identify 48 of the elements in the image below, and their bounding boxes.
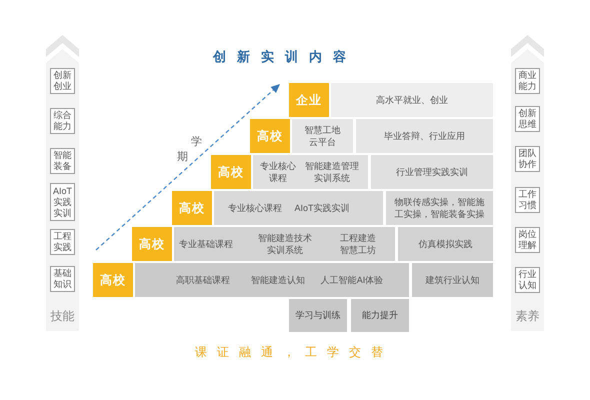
content-box (253, 155, 368, 189)
content-box: 仿真模拟实践 (398, 227, 493, 261)
phase-box: 能力提升 (351, 299, 409, 332)
stage-box: 高校 (93, 263, 133, 297)
content-text: 人工智能AI体验 (320, 274, 384, 286)
content-box: 物联传感实操，智能施工实操，智能装备实操 (386, 191, 493, 225)
stage-box: 高校 (172, 191, 212, 225)
stage-box: 企业 (289, 83, 329, 117)
side-band (46, 33, 79, 331)
content-box (174, 227, 395, 261)
content-text: 智能建造认知 (251, 274, 305, 286)
band-label: 技能 (50, 309, 74, 323)
band-label: 素养 (516, 309, 540, 323)
content-box: 高水平就业、创业 (331, 83, 493, 117)
stage-box: 高校 (250, 119, 290, 153)
side-band (511, 33, 544, 331)
content-text: AIoT实践实训 (294, 202, 350, 214)
content-text: 专业基础课程 (179, 238, 233, 250)
phase-box: 学习与训练 (289, 299, 347, 332)
ability-box: 岗位理解 (515, 227, 540, 253)
ability-box: 基础知识 (50, 266, 75, 292)
content-text: 专业核心课程 (228, 202, 282, 214)
ability-box: 智能装备 (50, 148, 75, 174)
ability-box: 行业认知 (515, 267, 540, 293)
content-text: 工程建造智慧工坊 (340, 232, 376, 256)
ability-box: AIoT实践实训 (50, 183, 75, 221)
ability-box: 团队协作 (515, 146, 540, 172)
caption: 课证融通，工学交替 (195, 345, 393, 359)
content-text: 高职基础课程 (176, 274, 230, 286)
ability-box: 创新思维 (515, 106, 540, 132)
content-box: 建筑行业认知 (412, 263, 493, 297)
ability-box: 工作习惯 (515, 187, 540, 213)
content-text: 智能建造技术实训系统 (258, 232, 312, 256)
ability-box: 综合能力 (50, 108, 75, 134)
axis-label: 学期 (177, 135, 203, 165)
content-box: 行业管理实践实训 (371, 155, 493, 189)
content-box: 智慧工地云平台 (292, 119, 353, 153)
ability-box: 工程实践 (50, 229, 75, 255)
stage-box: 高校 (132, 227, 172, 261)
ability-box: 商业能力 (515, 68, 540, 94)
content-text: 专业核心课程 (260, 160, 296, 184)
stage-box: 高校 (211, 155, 251, 189)
content-box: 毕业答辩、行业应用 (356, 119, 493, 153)
content-box (214, 191, 383, 225)
content-text: 智能建造管理实训系统 (304, 160, 360, 184)
content-box (135, 263, 409, 297)
ability-box: 创新创业 (50, 68, 75, 94)
title: 创新实训内容 (213, 49, 357, 65)
